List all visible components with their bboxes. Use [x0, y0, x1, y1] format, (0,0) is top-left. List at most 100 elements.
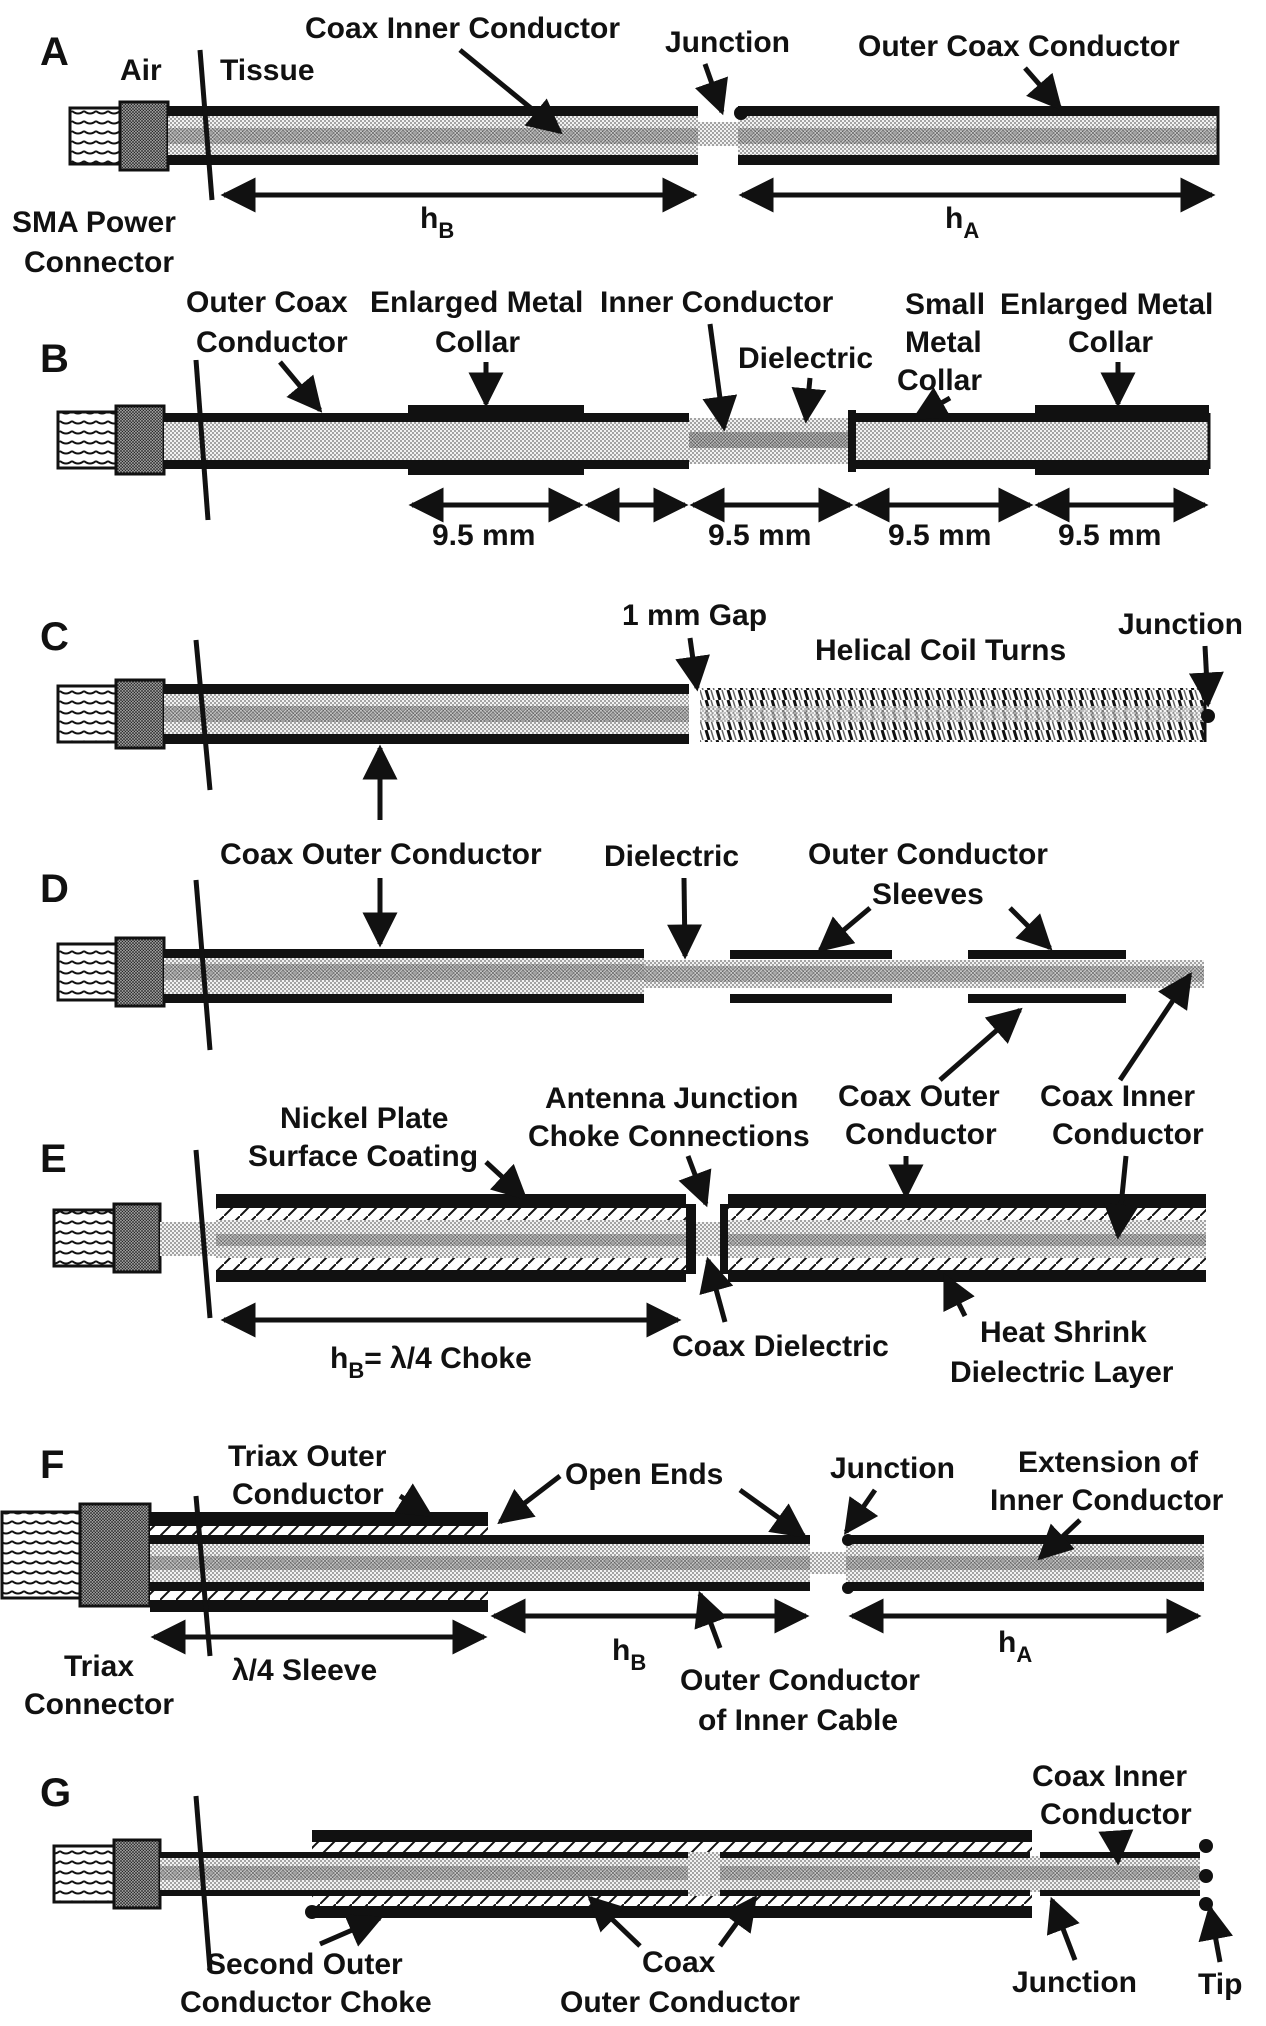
- label-outer-e-2: Conductor: [845, 1118, 997, 1151]
- label-coax-dielectric: Coax Dielectric: [672, 1330, 889, 1363]
- label-coax-g-2: Outer Conductor: [560, 1986, 800, 2019]
- label-second-2: Conductor Choke: [180, 1986, 432, 2019]
- label-enlarged-1a: Enlarged Metal: [370, 286, 583, 319]
- label-tip: Tip: [1198, 1968, 1242, 2001]
- label-small-3: Collar: [897, 364, 982, 397]
- choke-bottom: [312, 1906, 1032, 1918]
- antenna-d: [164, 949, 1204, 1003]
- arrow-junction-c: [1188, 645, 1224, 708]
- label-hb: hB: [420, 202, 454, 243]
- panel-d: Coax Outer Conductor D Dielectric Outer …: [40, 838, 1204, 1082]
- label-ha-f: hA: [998, 1626, 1032, 1667]
- label-outer-inner-2: of Inner Cable: [698, 1704, 898, 1737]
- label-ajunc-2: Choke Connections: [528, 1120, 810, 1153]
- tissue-boundary-d: [193, 879, 213, 1051]
- tip-dot-mid: [1199, 1869, 1213, 1883]
- label-inner-b: Inner Conductor: [600, 286, 834, 319]
- label-inner-conductor: Coax Inner Conductor: [305, 12, 620, 45]
- label-inner-g-1: Coax Inner: [1032, 1760, 1187, 1793]
- panel-letter-g: G: [40, 1771, 71, 1815]
- label-hb-f: hB: [612, 1634, 646, 1675]
- label-sma-2: Connector: [24, 246, 174, 279]
- arrow-junction-f: [843, 1488, 879, 1535]
- panel-a: A Air Tissue Coax Inner Conductor Juncti…: [12, 12, 1220, 279]
- antenna-f: [150, 1512, 1204, 1612]
- panel-g: G Coax Inner Conductor: [40, 1760, 1242, 2019]
- arrow-gap: [675, 637, 710, 692]
- label-heat-2: Dielectric Layer: [950, 1356, 1174, 1389]
- antenna-a: [168, 106, 1220, 165]
- label-outer-coax-2: Conductor: [196, 326, 348, 359]
- arrow-coax-outer-g1: [587, 1895, 642, 1948]
- label-triax-connector-1: Triax: [64, 1650, 134, 1683]
- arrow-dielectric-b: [791, 377, 827, 424]
- tissue-boundary-b: [193, 359, 211, 521]
- enlarged-collar-2: [1035, 405, 1209, 420]
- arrow-triax-outer: [394, 1483, 433, 1518]
- tissue-boundary-e: [193, 1149, 213, 1319]
- label-junction-g: Junction: [1012, 1966, 1137, 1999]
- choke-outer-top: [216, 1194, 686, 1208]
- sma-connector: [68, 100, 170, 172]
- panel-letter-a: A: [40, 30, 69, 74]
- label-sleeves-2: Sleeves: [872, 878, 984, 911]
- label-inner-e-1: Coax Inner: [1040, 1080, 1195, 1113]
- arrow-ajunc: [678, 1155, 712, 1208]
- choke-top: [312, 1830, 1032, 1842]
- label-triax-outer-1: Triax Outer: [228, 1440, 387, 1473]
- panel-letter-f: F: [40, 1443, 64, 1487]
- arrow-inner-e2: [1103, 1155, 1139, 1240]
- label-helical: Helical Coil Turns: [815, 634, 1066, 667]
- arrow-dielectric-e: [699, 1256, 734, 1323]
- arrow-ext: [1037, 1518, 1082, 1561]
- arrow-sleeve-1: [817, 906, 872, 953]
- arrow-open-end-1: [497, 1474, 562, 1525]
- junction-dot-c: [1201, 709, 1215, 723]
- label-small-1: Small: [905, 288, 985, 321]
- label-outer-inner-1: Outer Conductor: [680, 1664, 920, 1697]
- antenna-e: [160, 1194, 1206, 1282]
- panel-c: C 1 mm Gap Helical Coil Turns Junction: [40, 599, 1243, 820]
- label-ajunc-1: Antenna Junction: [545, 1082, 798, 1115]
- tissue-boundary-c: [193, 639, 213, 791]
- label-ext-1: Extension of: [1018, 1446, 1199, 1479]
- label-hb-e: hB= λ/4 Choke: [330, 1342, 532, 1383]
- arrow-sleeve-2: [1008, 906, 1053, 951]
- label-tissue: Tissue: [220, 54, 315, 87]
- label-triax-outer-2: Conductor: [232, 1478, 384, 1511]
- label-enlarged-1b: Collar: [435, 326, 520, 359]
- arrow-heat: [942, 1272, 975, 1318]
- arrow-second-choke: [319, 1914, 384, 1947]
- arrow-inner-b: [702, 323, 738, 432]
- label-junction-c: Junction: [1118, 608, 1243, 641]
- junction-gap: [698, 122, 738, 146]
- label-dim-1: 9.5 mm: [432, 519, 535, 552]
- arrow-inner-e: [1117, 972, 1193, 1082]
- arrow-nickel: [484, 1160, 528, 1201]
- arrow-dielectric-d: [667, 877, 703, 960]
- antenna-b: [164, 405, 1211, 475]
- arrow-outer-b: [278, 360, 323, 413]
- label-gap: 1 mm Gap: [622, 599, 767, 632]
- label-second-1: Second Outer: [206, 1948, 403, 1981]
- label-outer-coax-1: Outer Coax: [186, 286, 348, 319]
- sleeve-1: [730, 950, 892, 959]
- label-outer: Outer Coax Conductor: [858, 30, 1180, 63]
- arrow-outer-e: [938, 1007, 1023, 1082]
- label-dim-3: 9.5 mm: [888, 519, 991, 552]
- panel-f: F Triax Outer Conductor Open Ends: [0, 1440, 1224, 1737]
- arrow-small: [911, 387, 952, 421]
- label-dim-4: 9.5 mm: [1058, 519, 1161, 552]
- enlarged-collar-1: [408, 405, 584, 420]
- arrow-tip: [1198, 1904, 1233, 1963]
- connector-c: [56, 678, 166, 750]
- panel-e: E Nickel Plate Surface Coating A: [40, 1080, 1206, 1389]
- label-triax-connector-2: Connector: [24, 1688, 174, 1721]
- triax-connector: [0, 1502, 152, 1608]
- arrow-junction: [694, 63, 728, 116]
- label-inner-g-2: Conductor: [1040, 1798, 1192, 1831]
- junction-dot: [734, 106, 748, 120]
- connector-e: [52, 1202, 162, 1274]
- panel-letter-e: E: [40, 1137, 67, 1181]
